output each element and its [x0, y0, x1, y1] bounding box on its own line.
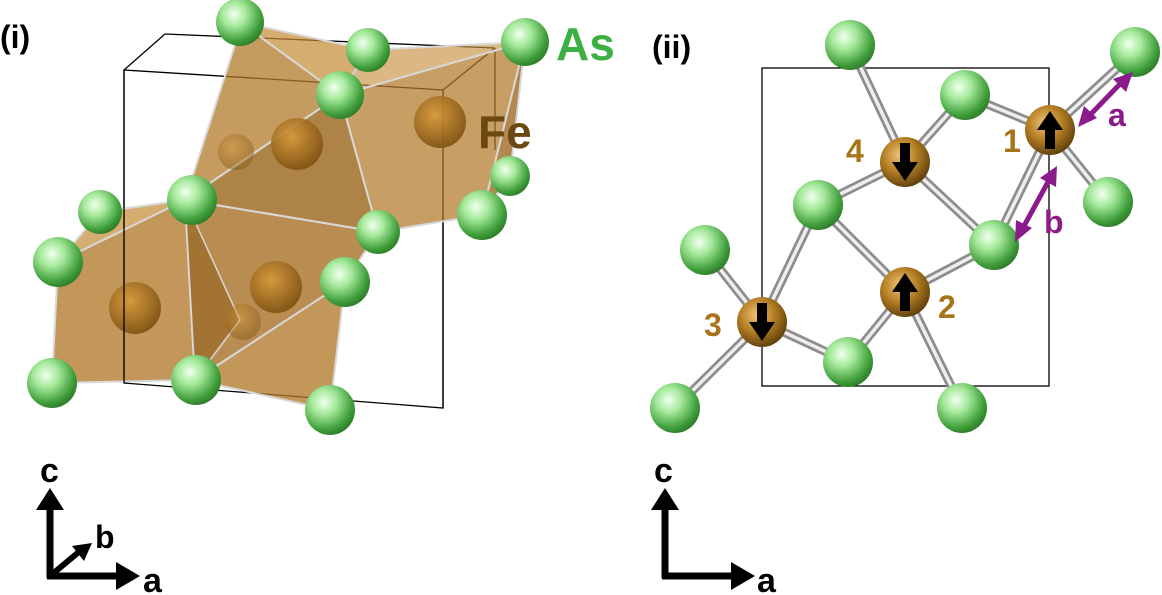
axes-panel-ii — [651, 488, 755, 590]
fe-atoms-panel-i — [109, 96, 466, 340]
axes-panel-i — [36, 488, 140, 590]
spin-down-arrow-icon — [892, 143, 918, 181]
panel-ii: (ii) 1 2 3 4 a b c a — [650, 20, 1160, 595]
axis-a-label-i: a — [143, 562, 163, 595]
unit-cell-rect — [761, 67, 1050, 387]
panel-i: (i) As Fe c b a — [0, 0, 615, 595]
axis-b-label-i: b — [95, 519, 115, 555]
site-label-3: 3 — [704, 307, 722, 343]
spin-up-arrow-icon — [1037, 111, 1063, 149]
spin-down-arrow-icon — [749, 303, 775, 341]
bond-arrow-b — [1015, 166, 1057, 242]
fe-atom-2 — [880, 267, 930, 317]
panel-i-label: (i) — [0, 19, 30, 55]
bond-label-a: a — [1108, 97, 1126, 133]
as-atoms-panel-ii — [650, 20, 1160, 433]
fe-atom-1 — [1025, 105, 1075, 155]
panel-ii-label: (ii) — [652, 29, 691, 65]
bonds — [670, 40, 1140, 413]
fe-element-label: Fe — [478, 106, 532, 158]
axis-a-label-ii: a — [757, 562, 777, 595]
as-atoms-panel-i — [27, 0, 549, 435]
axis-c-label-i: c — [40, 452, 59, 490]
fe-atom-3 — [737, 297, 787, 347]
as-element-label: As — [556, 18, 615, 70]
bond-label-b: b — [1044, 204, 1064, 240]
site-label-1: 1 — [1003, 123, 1021, 159]
site-label-4: 4 — [846, 133, 864, 169]
fe-atom-4 — [880, 137, 930, 187]
bond-arrow-a — [1078, 72, 1133, 127]
axis-c-label-ii: c — [654, 452, 673, 490]
polyhedra-upper — [182, 20, 527, 234]
spin-up-arrow-icon — [892, 273, 918, 311]
site-label-2: 2 — [938, 289, 956, 325]
